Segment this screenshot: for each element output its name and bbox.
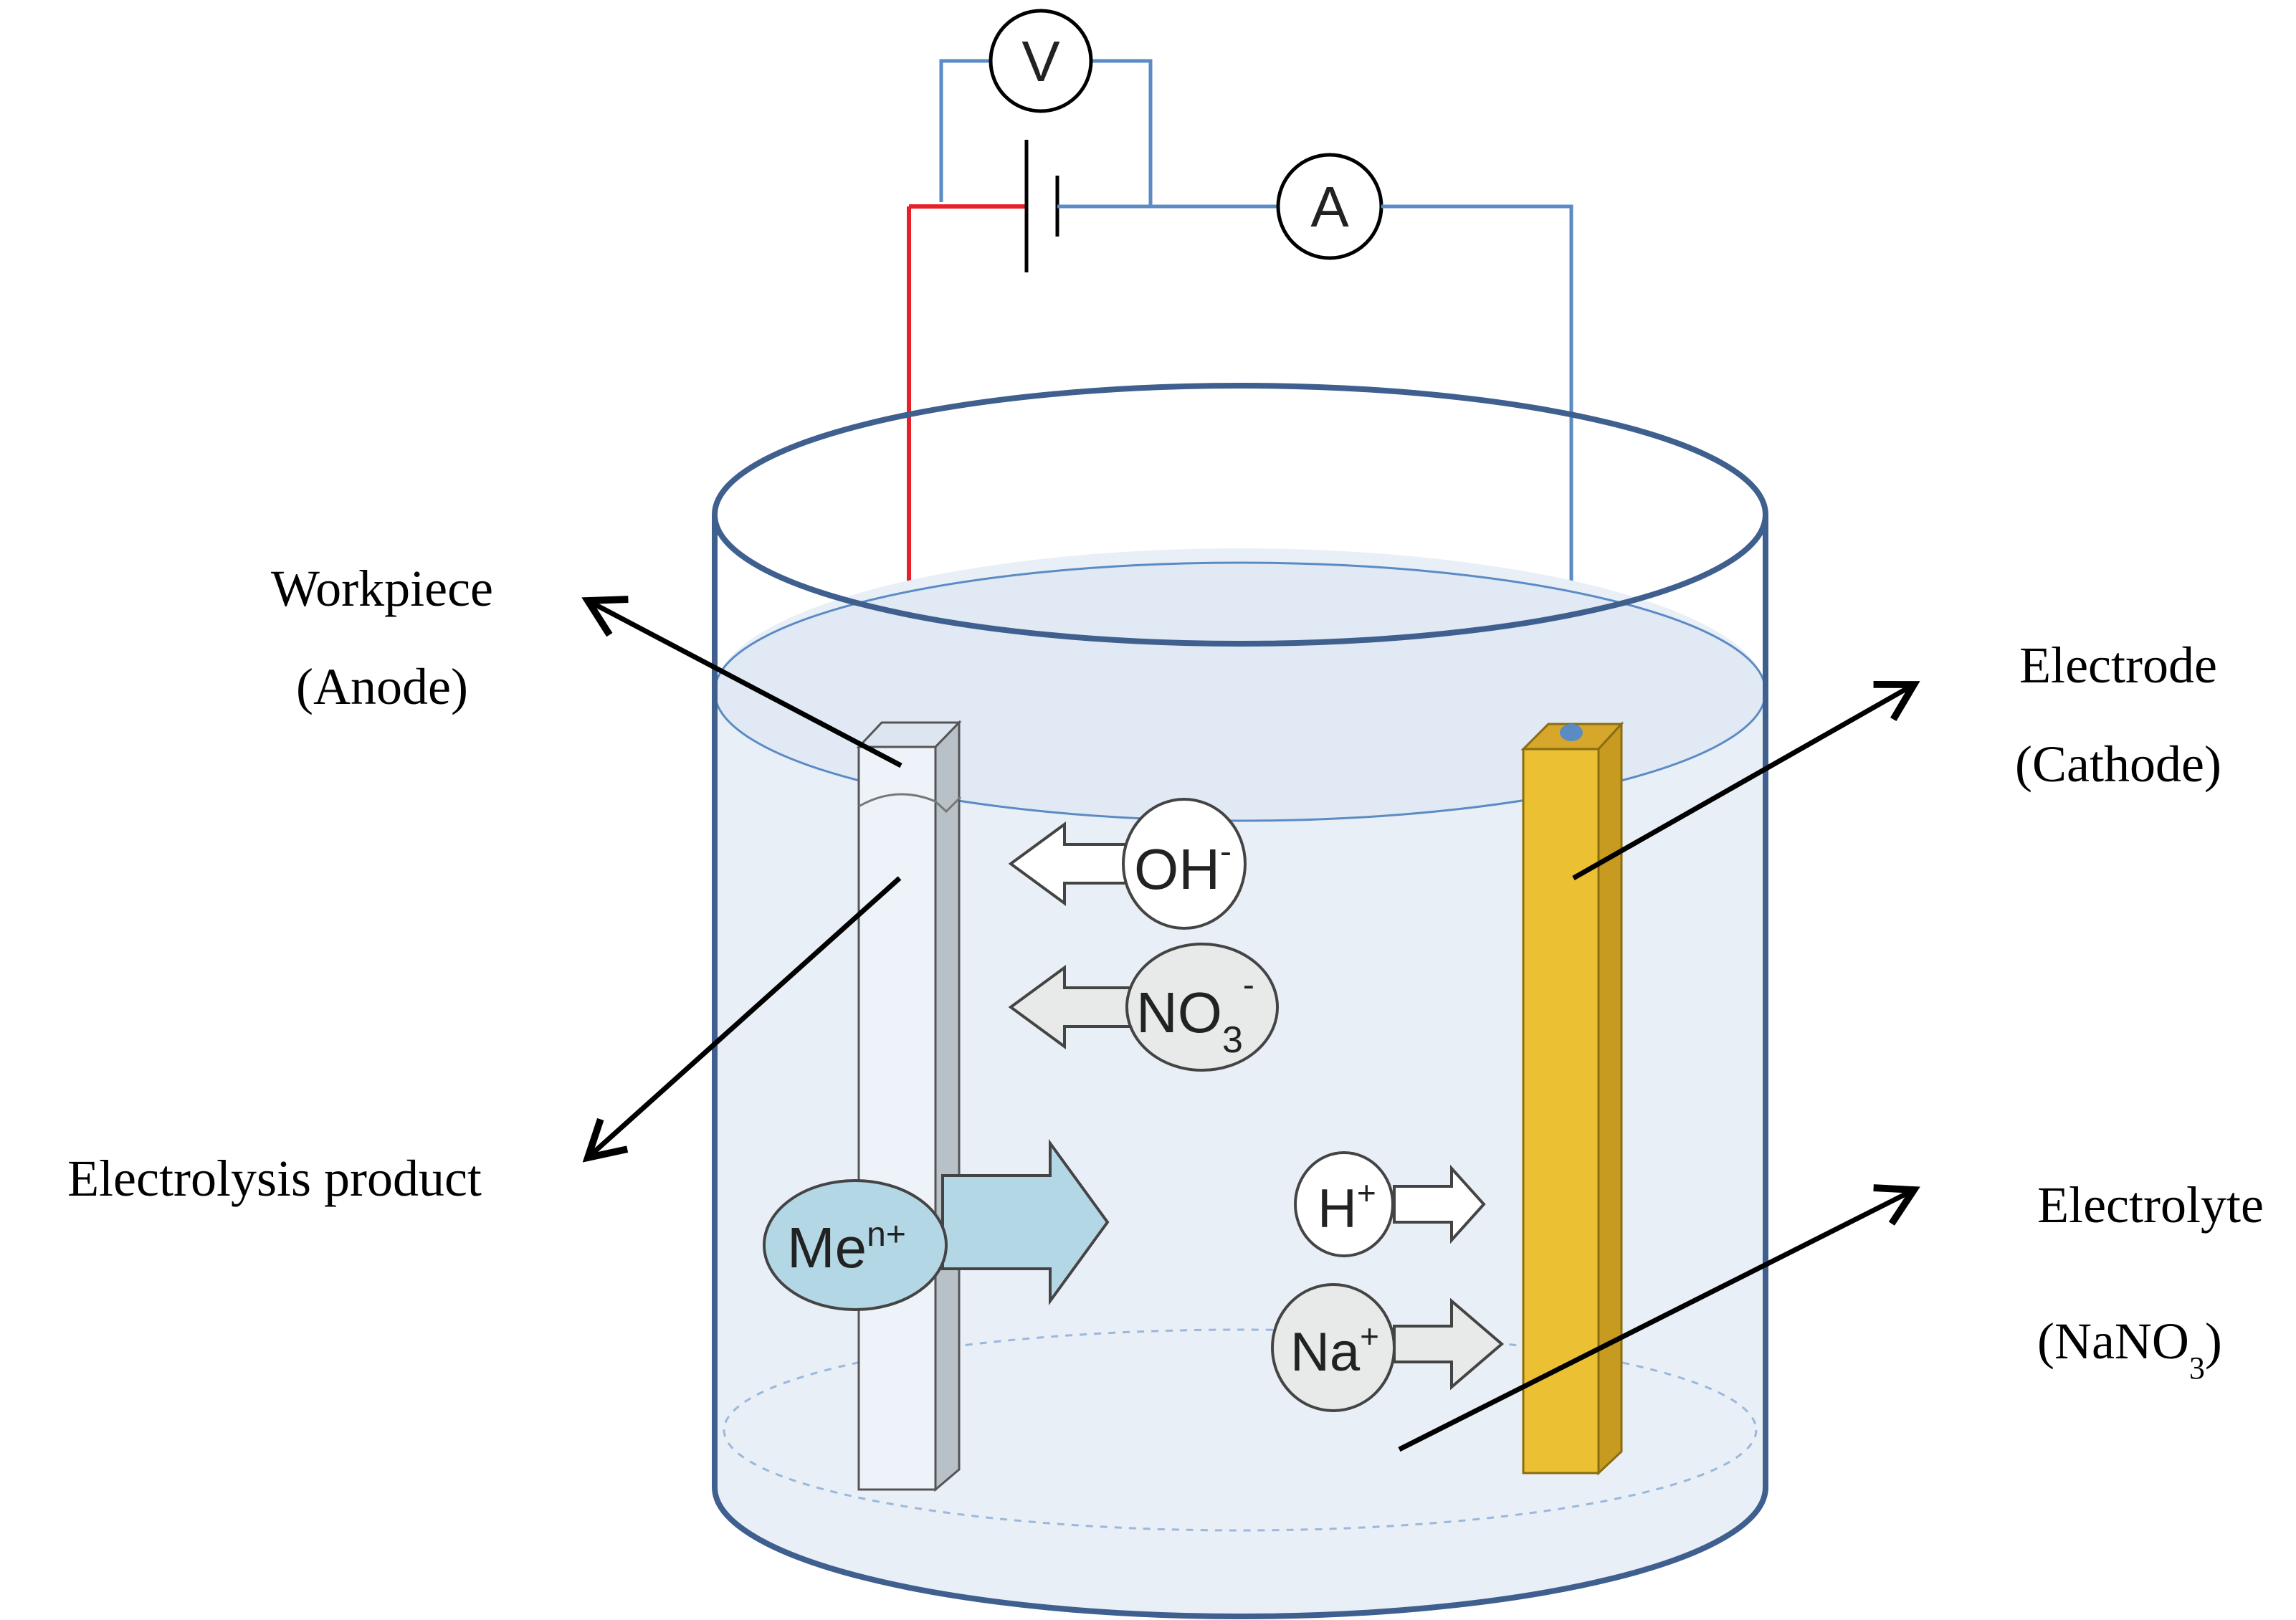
- cathode-label: (Cathode): [2015, 735, 2221, 793]
- electrolyte-body: [715, 548, 1766, 1616]
- annotations: Workpiece (Anode) Electrode (Cathode) El…: [67, 560, 2264, 1386]
- ion-hydrogen: H+: [1294, 1151, 1486, 1257]
- tank-bottom-inner: [723, 1328, 1758, 1532]
- nitrate-ion-label: NO3-: [1136, 966, 1254, 1061]
- anode-workpiece: [856, 720, 962, 1492]
- metal-ion: [763, 1179, 948, 1311]
- ion-metal: Men+: [763, 1138, 1110, 1311]
- hydroxide-ion-label: OH-: [1134, 833, 1232, 901]
- tank-walls: [712, 383, 1768, 1619]
- hydrogen-ion: [1294, 1151, 1394, 1257]
- sodium-ion: [1271, 1283, 1396, 1412]
- tank-top-rim: [712, 383, 1768, 647]
- hydrogen-arrow: [1393, 1164, 1486, 1244]
- pointer-arrows: [581, 596, 1920, 1452]
- electrolyte-label: Electrolyte: [2037, 1176, 2264, 1234]
- anode-dissolved-edge: [858, 793, 962, 814]
- cathode-contact-point: [1560, 724, 1583, 741]
- anode-front: [857, 745, 937, 1491]
- ion-hydroxide: OH-: [1008, 798, 1247, 930]
- metal-ion-label: Men+: [787, 1216, 906, 1280]
- voltmeter: [989, 9, 1093, 113]
- workpiece-label: Workpiece: [271, 560, 493, 617]
- cathode-wire: [1381, 204, 1573, 731]
- electrolysis-product-label: Electrolysis product: [67, 1150, 482, 1207]
- nitrate-ion: [1125, 943, 1279, 1072]
- anode-label: (Anode): [296, 658, 468, 715]
- voltmeter-wire-left: [939, 59, 993, 202]
- ammeter-label: A: [1310, 175, 1349, 239]
- electrolysis-product-pointer: [582, 876, 902, 1163]
- anode-side: [934, 720, 961, 1492]
- electrolyte-formula-label: (NaNO3): [2037, 1312, 2222, 1386]
- sodium-ion-label: Na+: [1290, 1318, 1379, 1383]
- sodium-arrow: [1393, 1297, 1505, 1391]
- ion-sodium: Na+: [1271, 1283, 1505, 1412]
- electrolyte-pointer: [1398, 1184, 1920, 1452]
- ion-nitrate: NO3-: [1008, 943, 1279, 1072]
- electrode-pointer: [1572, 680, 1920, 881]
- hydrogen-ion-label: H+: [1318, 1174, 1376, 1239]
- cathode-electrode: [1520, 721, 1624, 1476]
- circuit: V A: [907, 9, 1573, 731]
- cathode-side: [1597, 721, 1623, 1476]
- hydroxide-ion: [1122, 798, 1247, 930]
- voltmeter-label: V: [1021, 29, 1060, 93]
- metal-ion-arrow: [941, 1138, 1110, 1306]
- electrode-label: Electrode: [2019, 637, 2217, 694]
- tank-bottom-rim: [712, 1487, 1768, 1619]
- workpiece-pointer: [581, 596, 902, 768]
- voltmeter-wire-right: [1090, 59, 1153, 206]
- cathode-front: [1522, 748, 1600, 1474]
